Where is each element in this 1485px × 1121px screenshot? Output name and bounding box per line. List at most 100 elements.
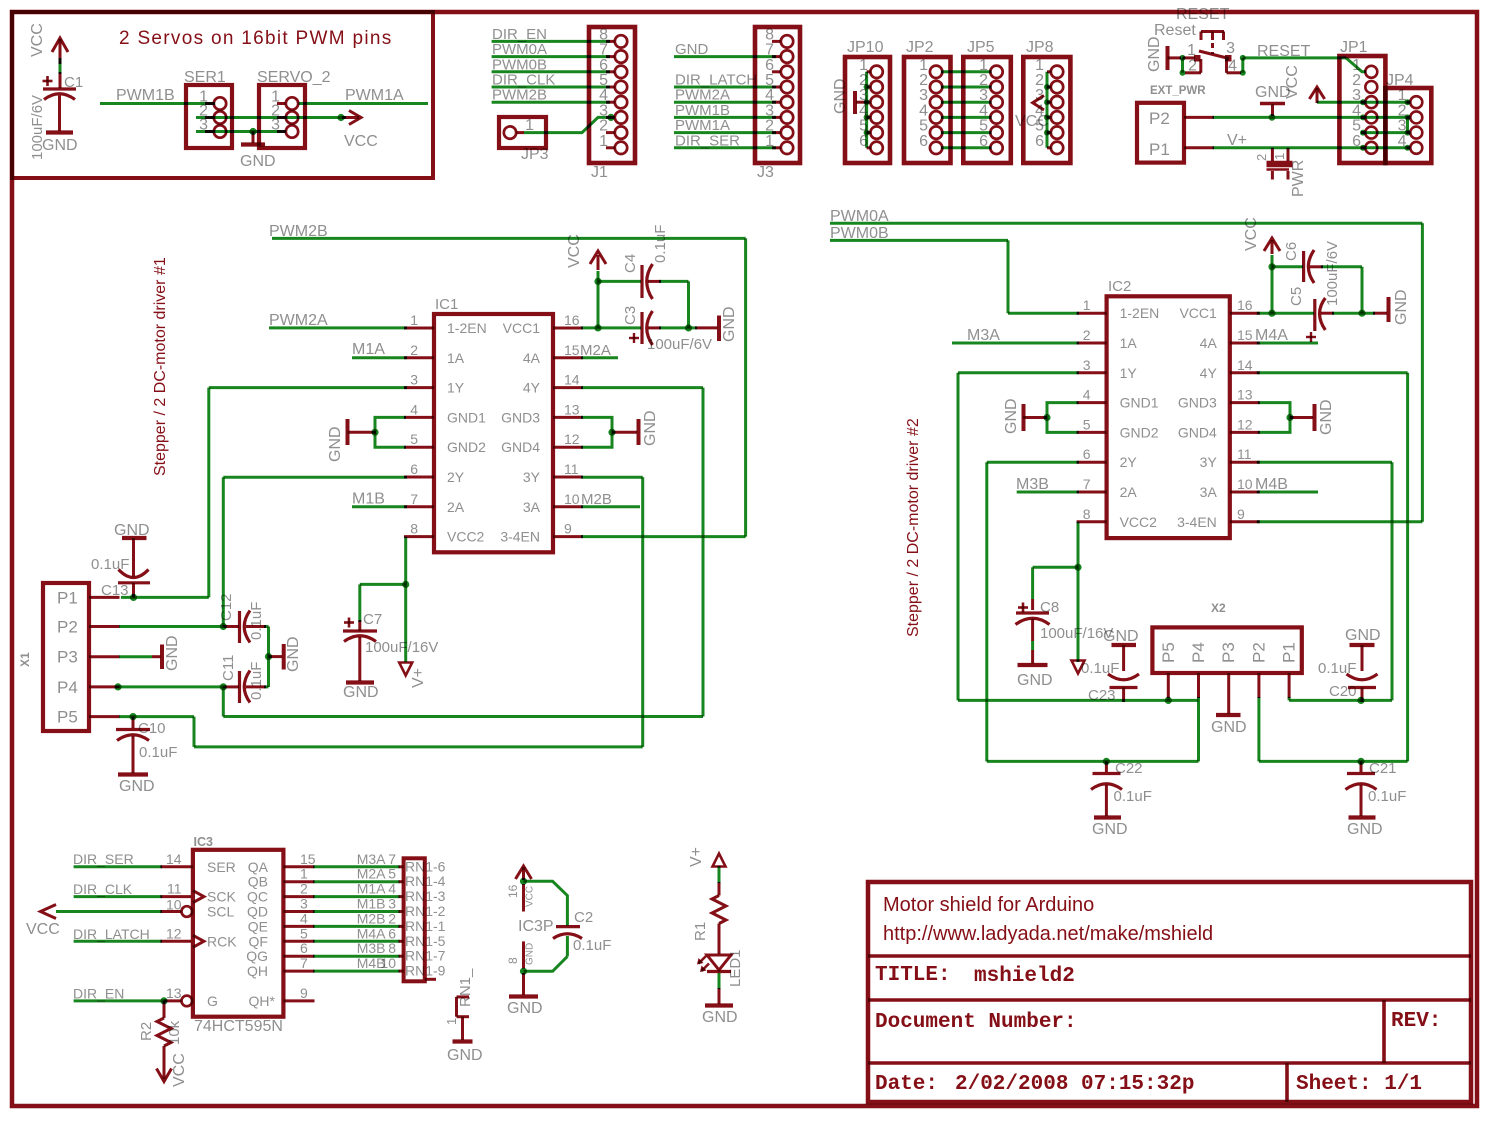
svg-text:11: 11 xyxy=(564,461,579,477)
svg-text:3: 3 xyxy=(1083,357,1091,373)
svg-text:GND: GND xyxy=(164,635,181,671)
svg-text:7: 7 xyxy=(1083,476,1091,492)
svg-text:M4A: M4A xyxy=(1255,327,1288,344)
svg-text:3: 3 xyxy=(859,87,868,104)
svg-text:P2: P2 xyxy=(1149,109,1170,128)
svg-text:PWM1A: PWM1A xyxy=(675,117,730,134)
svg-text:C12: C12 xyxy=(218,593,235,621)
svg-text:2: 2 xyxy=(765,118,774,135)
svg-text:3: 3 xyxy=(919,87,928,104)
svg-text:1-2EN: 1-2EN xyxy=(447,320,487,336)
svg-text:2: 2 xyxy=(271,103,280,120)
svg-text:4: 4 xyxy=(765,87,774,104)
svg-text:5: 5 xyxy=(979,118,988,135)
svg-text:5: 5 xyxy=(388,866,396,882)
svg-text:11: 11 xyxy=(1237,446,1252,462)
svg-text:2/02/2008 07:15:32p: 2/02/2008 07:15:32p xyxy=(955,1073,1194,1096)
svg-text:GND4: GND4 xyxy=(1178,424,1217,440)
svg-text:0.1uF: 0.1uF xyxy=(91,556,129,573)
svg-text:8: 8 xyxy=(388,940,396,956)
svg-text:100uF/16V: 100uF/16V xyxy=(365,639,438,656)
svg-text:2: 2 xyxy=(1083,327,1091,343)
svg-text:IC2: IC2 xyxy=(1108,278,1131,295)
svg-text:3Y: 3Y xyxy=(1200,454,1218,470)
svg-text:Stepper / 2 DC-motor driver #1: Stepper / 2 DC-motor driver #1 xyxy=(152,257,169,476)
svg-text:4: 4 xyxy=(1083,387,1091,403)
svg-text:6: 6 xyxy=(388,925,396,941)
svg-text:P3: P3 xyxy=(1219,642,1238,663)
svg-text:J3: J3 xyxy=(757,164,774,181)
svg-text:P2: P2 xyxy=(1249,642,1268,663)
svg-text:PWM2A: PWM2A xyxy=(675,87,730,104)
svg-text:DIR_EN: DIR_EN xyxy=(73,985,124,1001)
svg-text:M2A: M2A xyxy=(357,866,386,882)
svg-text:Motor shield for Arduino: Motor shield for Arduino xyxy=(883,894,1094,916)
svg-text:QE: QE xyxy=(248,918,268,934)
svg-text:JP4: JP4 xyxy=(1386,72,1414,89)
svg-text:4: 4 xyxy=(410,401,418,417)
svg-text:SERVO_2: SERVO_2 xyxy=(257,69,331,86)
svg-text:GND: GND xyxy=(1255,84,1291,101)
svg-text:4: 4 xyxy=(1398,133,1407,150)
svg-text:RESET: RESET xyxy=(1257,43,1311,60)
svg-text:2: 2 xyxy=(1188,58,1197,75)
svg-text:5: 5 xyxy=(765,72,774,89)
svg-text:GND: GND xyxy=(447,1047,483,1064)
svg-text:VCC: VCC xyxy=(29,23,46,57)
svg-text:1: 1 xyxy=(919,57,928,74)
svg-text:1Y: 1Y xyxy=(447,380,465,396)
svg-text:TITLE:: TITLE: xyxy=(875,964,951,987)
svg-text:QF: QF xyxy=(249,933,268,949)
svg-text:G: G xyxy=(207,993,218,1009)
svg-text:5: 5 xyxy=(410,431,418,447)
svg-text:15: 15 xyxy=(564,342,580,358)
svg-text:R2: R2 xyxy=(138,1022,155,1041)
svg-text:3Y: 3Y xyxy=(523,469,541,485)
svg-text:DIR_SER: DIR_SER xyxy=(73,851,134,867)
svg-text:13: 13 xyxy=(166,985,182,1001)
svg-text:3: 3 xyxy=(410,372,418,388)
svg-text:Stepper / 2 DC-motor driver #2: Stepper / 2 DC-motor driver #2 xyxy=(905,418,922,637)
svg-text:GND: GND xyxy=(1003,398,1020,434)
svg-text:1: 1 xyxy=(410,312,418,328)
svg-text:6: 6 xyxy=(300,940,308,956)
svg-text:2A: 2A xyxy=(1120,484,1138,500)
svg-text:3A: 3A xyxy=(1200,484,1218,500)
svg-text:EXT_PWR: EXT_PWR xyxy=(1150,85,1206,97)
svg-text:6: 6 xyxy=(1083,446,1091,462)
svg-text:GND: GND xyxy=(721,306,738,342)
svg-text:2: 2 xyxy=(410,342,418,358)
svg-text:0.1uF: 0.1uF xyxy=(1368,788,1406,805)
svg-text:8: 8 xyxy=(599,26,608,43)
svg-text:Document Number:: Document Number: xyxy=(875,1011,1077,1034)
svg-text:P4: P4 xyxy=(1189,642,1208,663)
svg-text:DIR_SER: DIR_SER xyxy=(675,132,740,149)
svg-text:5: 5 xyxy=(919,118,928,135)
svg-text:9: 9 xyxy=(1237,506,1245,522)
svg-text:http://www.ladyada.net/make/ms: http://www.ladyada.net/make/mshield xyxy=(883,923,1213,945)
svg-text:4: 4 xyxy=(1352,102,1361,119)
svg-text:IC3P: IC3P xyxy=(518,918,554,935)
svg-text:3: 3 xyxy=(1226,40,1235,57)
svg-text:2Y: 2Y xyxy=(447,469,465,485)
svg-text:0.1uF: 0.1uF xyxy=(1114,788,1152,805)
svg-text:RN1_: RN1_ xyxy=(457,968,474,1007)
svg-text:3-4EN: 3-4EN xyxy=(500,529,540,545)
svg-text:C4: C4 xyxy=(622,254,639,273)
svg-text:M2B: M2B xyxy=(357,910,386,926)
svg-text:10: 10 xyxy=(564,491,580,507)
svg-text:VCC: VCC xyxy=(566,234,583,268)
svg-text:C5: C5 xyxy=(1288,287,1305,306)
svg-text:4A: 4A xyxy=(523,350,541,366)
svg-text:GND1: GND1 xyxy=(1120,395,1159,411)
svg-text:1: 1 xyxy=(444,1018,459,1025)
svg-text:7: 7 xyxy=(410,491,418,507)
svg-text:10: 10 xyxy=(1237,476,1253,492)
svg-text:4: 4 xyxy=(1228,58,1237,75)
svg-text:GND: GND xyxy=(1103,628,1139,645)
svg-text:14: 14 xyxy=(564,372,580,388)
svg-text:2: 2 xyxy=(1254,154,1269,161)
svg-text:GND: GND xyxy=(343,684,379,701)
svg-text:GND: GND xyxy=(1318,399,1335,435)
svg-text:P5: P5 xyxy=(57,708,78,727)
